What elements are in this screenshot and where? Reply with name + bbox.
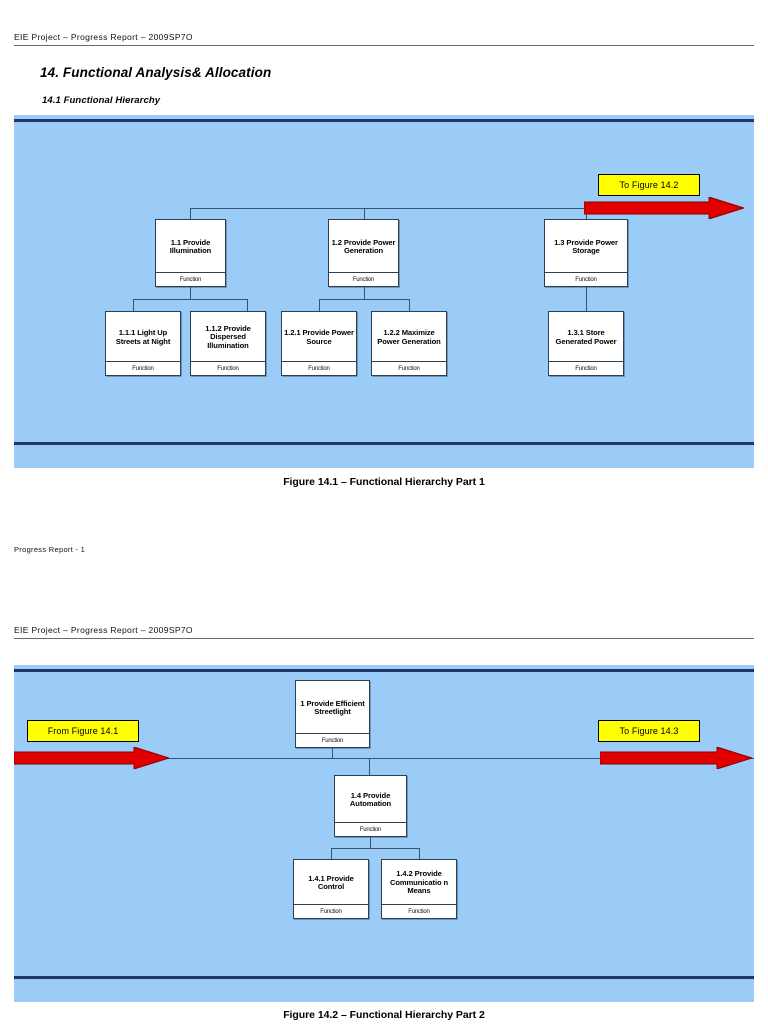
page-header-1: EIE Project – Progress Report – 2009SP7O: [14, 32, 754, 46]
subsection-title: 14.1 Functional Hierarchy: [42, 95, 161, 106]
callout-to-figure-14-2[interactable]: To Figure 14.2: [598, 174, 700, 196]
connector-1-2-2-drop: [409, 299, 410, 311]
fn-box-1-3-title: 1.3 Provide Power Storage: [554, 237, 618, 255]
fn-box-1-4[interactable]: 1.4 Provide Automation Function: [334, 775, 407, 837]
fn-box-1-2-2-stereotype: Function: [372, 361, 446, 375]
fn-box-1-1-1-title: 1.1.1 Light Up Streets at Night: [115, 328, 171, 346]
page-header-2: EIE Project – Progress Report – 2009SP7O: [14, 625, 754, 639]
fn-box-1-4-1-title: 1.4.1 Provide Control: [308, 873, 354, 891]
arrow-to-figure-14-2-icon: [584, 197, 744, 219]
fn-box-1-2-2-title: 1.2.2 Maximize Power Generation: [377, 328, 441, 346]
fn-box-1[interactable]: 1 Provide Efficient Streetlight Function: [295, 680, 370, 748]
fn-box-1-2-1-stereotype: Function: [282, 361, 356, 375]
fn-box-1-4-2[interactable]: 1.4.2 Provide Communicatio n Means Funct…: [381, 859, 457, 919]
canvas-bottom-rule: [14, 442, 754, 445]
fn-box-1-3-stereotype: Function: [545, 272, 627, 286]
fn-box-1-4-2-title: 1.4.2 Provide Communicatio n Means: [389, 869, 449, 896]
fn-box-1-stereotype: Function: [296, 733, 369, 747]
fn-box-1-title: 1 Provide Efficient Streetlight: [300, 698, 365, 716]
fn-box-1-1-title: 1.1 Provide Illumination: [169, 237, 212, 255]
connector-1-2-bus: [319, 299, 409, 300]
callout-to-figure-14-3[interactable]: To Figure 14.3: [598, 720, 700, 742]
connector-1-3-stem: [586, 287, 587, 311]
arrow-to-figure-14-3-icon: [600, 747, 752, 769]
figure-14-1-canvas: 1.1 Provide Illumination Function 1.2 Pr…: [14, 115, 754, 468]
fn-box-1-1-2-stereotype: Function: [191, 361, 265, 375]
connector-1-2-1-drop: [319, 299, 320, 311]
connector-1-1-2-drop: [247, 299, 248, 311]
connector-1-4-stem: [370, 837, 371, 848]
fn-box-1-4-stereotype: Function: [335, 822, 406, 836]
fn-box-1-1-2[interactable]: 1.1.2 Provide Dispersed Illumination Fun…: [190, 311, 266, 376]
fn-box-1-1-1-stereotype: Function: [106, 361, 180, 375]
connector-spine-horizontal-2: [14, 758, 754, 759]
fn-box-1-2-2[interactable]: 1.2.2 Maximize Power Generation Function: [371, 311, 447, 376]
fn-box-1-1-stereotype: Function: [156, 272, 225, 286]
fn-box-1-2-title: 1.2 Provide Power Generation: [331, 237, 396, 255]
connector-1-1-bus: [133, 299, 247, 300]
connector-1-1-1-drop: [133, 299, 134, 311]
canvas-top-rule: [14, 119, 754, 122]
connector-drop-1-1: [190, 208, 191, 219]
connector-1-4-bus: [331, 848, 419, 849]
connector-1-4-riser: [369, 758, 370, 775]
canvas-top-rule-2: [14, 669, 754, 672]
fn-box-1-1-1[interactable]: 1.1.1 Light Up Streets at Night Function: [105, 311, 181, 376]
connector-spine-horizontal: [190, 208, 610, 209]
fn-box-1-3-1[interactable]: 1.3.1 Store Generated Power Function: [548, 311, 624, 376]
fn-box-1-3[interactable]: 1.3 Provide Power Storage Function: [544, 219, 628, 287]
connector-1-4-2-drop: [419, 848, 420, 859]
connector-drop-1-2: [364, 208, 365, 219]
fn-box-1-2-1[interactable]: 1.2.1 Provide Power Source Function: [281, 311, 357, 376]
fn-box-1-2-stereotype: Function: [329, 272, 398, 286]
figure-14-2-canvas: 1 Provide Efficient Streetlight Function…: [14, 665, 754, 1002]
figure-14-2-caption: Figure 14.2 – Functional Hierarchy Part …: [283, 1009, 485, 1021]
fn-box-1-2-1-title: 1.2.1 Provide Power Source: [284, 328, 354, 346]
figure-14-1-caption: Figure 14.1 – Functional Hierarchy Part …: [283, 476, 485, 488]
connector-1-stem: [332, 748, 333, 758]
fn-box-1-4-2-stereotype: Function: [382, 904, 456, 918]
page-title: 14. Functional Analysis& Allocation: [40, 65, 272, 80]
fn-box-1-3-1-title: 1.3.1 Store Generated Power: [555, 328, 617, 346]
callout-from-figure-14-1[interactable]: From Figure 14.1: [27, 720, 139, 742]
fn-box-1-3-1-stereotype: Function: [549, 361, 623, 375]
canvas-bottom-rule-2: [14, 976, 754, 979]
connector-1-4-1-drop: [331, 848, 332, 859]
fn-box-1-1-2-title: 1.1.2 Provide Dispersed Illumination: [205, 323, 251, 350]
connector-1-2-stem: [364, 287, 365, 299]
fn-box-1-4-title: 1.4 Provide Automation: [349, 790, 392, 808]
connector-1-1-stem: [190, 287, 191, 299]
arrow-from-figure-14-1-icon: [14, 747, 169, 769]
page-footer: Progress Report - 1: [14, 545, 86, 554]
fn-box-1-4-1-stereotype: Function: [294, 904, 368, 918]
fn-box-1-2[interactable]: 1.2 Provide Power Generation Function: [328, 219, 399, 287]
fn-box-1-1[interactable]: 1.1 Provide Illumination Function: [155, 219, 226, 287]
fn-box-1-4-1[interactable]: 1.4.1 Provide Control Function: [293, 859, 369, 919]
